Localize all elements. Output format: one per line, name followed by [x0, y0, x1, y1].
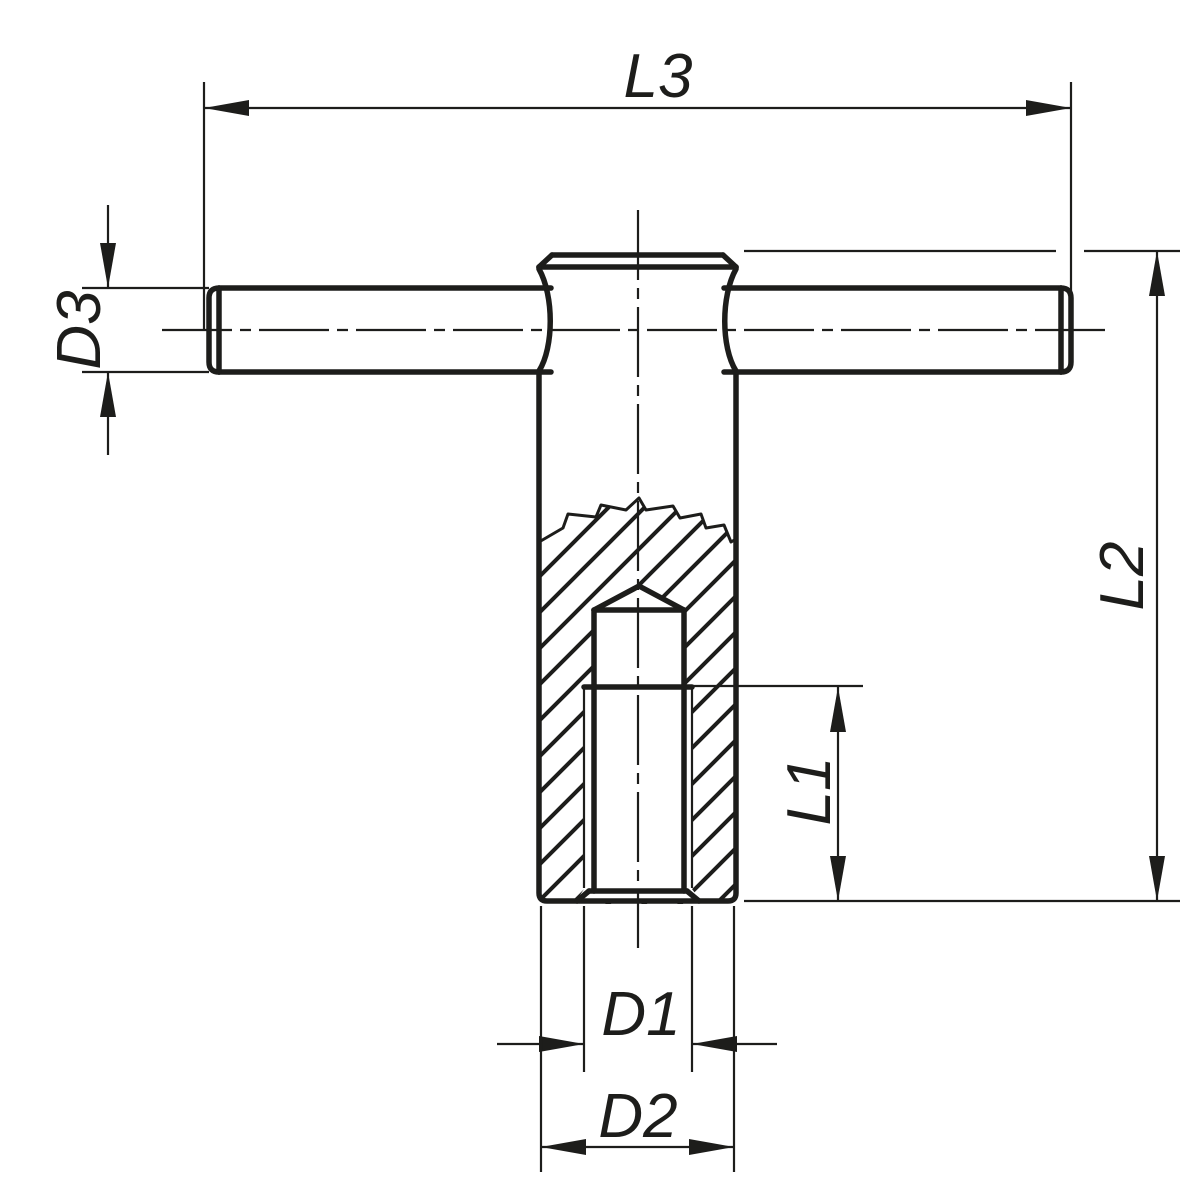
dimension-d2: D2 [539, 906, 736, 1172]
d1-arrow-right [692, 1036, 737, 1052]
l1-arrow-bottom [830, 856, 846, 901]
dimension-l3: L3 [202, 42, 1073, 330]
dimension-label-d3: D3 [45, 290, 114, 369]
dimension-label-l2: L2 [1088, 542, 1157, 611]
section-hatching [539, 498, 736, 904]
dimension-label-l1: L1 [775, 757, 844, 826]
thread-major-diameter-lines [582, 689, 694, 888]
d3-arrow-bottom [100, 372, 116, 417]
dimension-l2: L2 [744, 249, 1180, 903]
dimension-label-d2: D2 [598, 1082, 677, 1151]
part-outline [206, 252, 1074, 904]
dimension-d3: D3 [45, 205, 209, 455]
hole-chamfer-left [574, 888, 592, 904]
l2-arrow-bottom [1149, 856, 1165, 901]
centerlines [162, 210, 1108, 948]
l2-arrow-top [1149, 251, 1165, 296]
dimension-label-l3: L3 [624, 42, 693, 111]
l3-arrow-left [204, 100, 249, 116]
l1-arrow-top [830, 687, 846, 732]
break-line [538, 496, 737, 544]
dimension-d1: D1 [497, 906, 777, 1072]
d2-arrow-right [689, 1139, 734, 1155]
d3-arrow-top [100, 243, 116, 288]
d2-arrow-left [541, 1139, 586, 1155]
hole-chamfer-right [684, 888, 702, 904]
dimension-label-d1: D1 [601, 980, 680, 1049]
l3-arrow-right [1026, 100, 1071, 116]
dimension-l1: L1 [692, 684, 863, 901]
d1-arrow-left [539, 1036, 584, 1052]
